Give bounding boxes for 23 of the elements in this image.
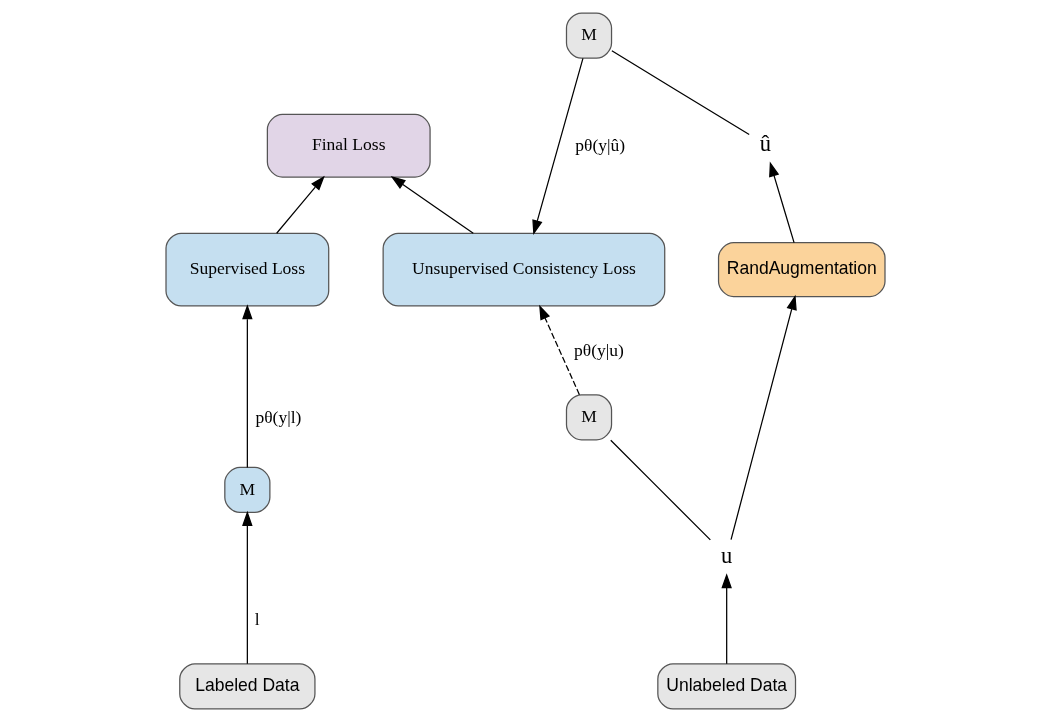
arrow [390, 176, 474, 234]
edge-label: l [254, 608, 260, 629]
arrow [242, 510, 253, 665]
edge-label: pθ(y|u) [574, 339, 624, 360]
edge-label: pθ(y|l) [255, 406, 302, 427]
arrow [276, 175, 325, 234]
connector [611, 50, 750, 136]
node-box: Unsupervised Consistency Loss [382, 232, 666, 307]
node-box: Supervised Loss [165, 232, 330, 307]
node-box: Labeled Data [179, 663, 316, 710]
node-box: Unlabeled Data [657, 663, 797, 710]
arrow [532, 57, 584, 236]
node-box: Final Loss [266, 113, 431, 178]
node-text: û [759, 131, 772, 157]
arrow [721, 573, 732, 665]
node-text: u [721, 542, 733, 568]
arrow [539, 304, 581, 396]
arrow [242, 304, 253, 468]
connector [610, 439, 711, 541]
edge-label: pθ(y|û) [575, 135, 626, 155]
node-box: RandAugmentation [717, 242, 886, 298]
arrow [730, 294, 797, 541]
arrow [769, 161, 795, 244]
